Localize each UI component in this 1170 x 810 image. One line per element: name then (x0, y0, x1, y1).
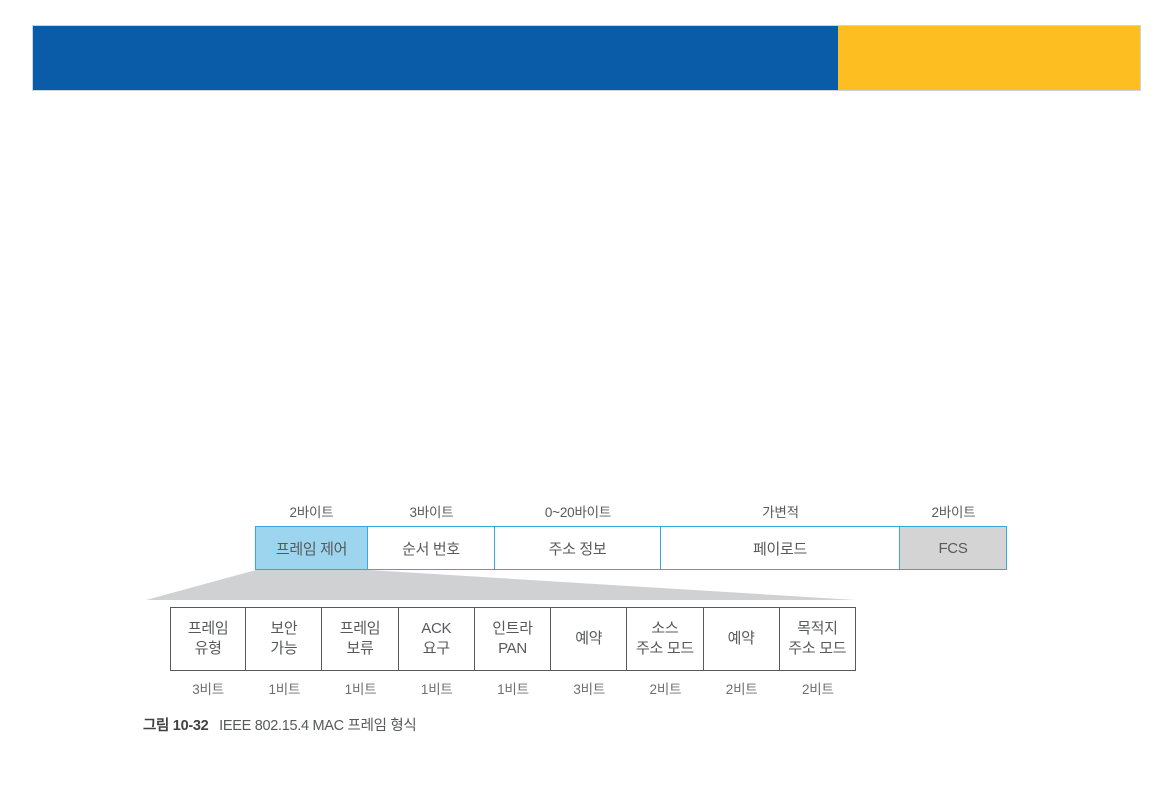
figure-caption-number: 그림 10-32 (143, 718, 209, 734)
figure-caption-text: IEEE 802.15.4 MAC 프레임 형식 (219, 718, 417, 734)
decorative-header-band (33, 26, 1140, 90)
frame-control-field-cell: 인트라 PAN (473, 607, 552, 671)
mac-frame-field-cell: FCS (899, 526, 1007, 570)
mac-frame-size-label: 3바이트 (409, 505, 454, 520)
figure-caption: 그림 10-32 IEEE 802.15.4 MAC 프레임 형식 (143, 714, 417, 735)
frame-control-size-label: 2비트 (725, 682, 758, 697)
mac-frame-field-cell: 순서 번호 (367, 526, 495, 570)
frame-control-field-cell: 예약 (702, 607, 780, 671)
frame-control-size-label: 2비트 (649, 682, 682, 697)
frame-control-field-label-line: 소스 (651, 620, 679, 638)
frame-control-size-label: 2비트 (801, 682, 834, 697)
mac-frame-size-labels: 2바이트 3바이트 0~20바이트 가변적 2바이트 (255, 500, 1007, 522)
frame-control-field-label-line: 가능 (270, 640, 298, 657)
frame-control-size-labels: 3비트 1비트 1비트 1비트 1비트 3비트 2비트 2비트 2비트 (170, 678, 856, 698)
frame-control-field-label-line: 예약 (727, 630, 755, 648)
mac-frame-size-label: 0~20바이트 (544, 505, 612, 520)
frame-control-size-label: 3비트 (192, 682, 224, 697)
frame-control-field-label-line: 보류 (346, 640, 374, 657)
frame-control-field-label-line: 유형 (194, 640, 222, 657)
mac-frame-size-label: 2바이트 (931, 505, 976, 520)
frame-control-field-label-line: 목적지 (797, 620, 838, 638)
frame-control-size-label: 3비트 (573, 682, 606, 697)
mac-frame-field-cell: 페이로드 (660, 526, 900, 570)
frame-control-size-label: 1비트 (497, 682, 529, 697)
frame-control-field-label-line: 인트라 (492, 620, 533, 638)
header-band-yellow-segment (838, 26, 1140, 90)
mac-frame-field-cell: 프레임 제어 (255, 526, 368, 570)
frame-control-field-label-line: 주소 모드 (635, 640, 694, 657)
header-band-blue-segment (33, 26, 838, 90)
frame-control-size-label: 1비트 (420, 682, 453, 697)
mac-frame-size-label: 2바이트 (289, 505, 334, 520)
frame-control-size-label: 1비트 (268, 682, 301, 697)
frame-control-field-label-line: 예약 (575, 630, 603, 648)
frame-control-field-cell: 예약 (550, 607, 628, 671)
frame-control-field-label-line: 요구 (422, 640, 450, 657)
frame-control-field-cell: ACK 요구 (397, 607, 475, 671)
frame-control-field-label-line: 주소 모드 (788, 640, 847, 657)
frame-control-field-label-line: 프레임 (339, 620, 381, 638)
frame-control-field-label-line: 프레임 (187, 620, 229, 638)
expansion-connector-trapezoid (146, 570, 856, 608)
mac-frame-field-cell: 주소 정보 (494, 526, 661, 570)
frame-control-field-label-line: PAN (498, 640, 527, 657)
mac-frame-size-label: 가변적 (762, 505, 799, 520)
frame-control-size-label: 1비트 (344, 682, 377, 697)
frame-control-field-label-line: ACK (421, 620, 452, 638)
frame-control-field-label-line: 보안 (270, 620, 298, 638)
